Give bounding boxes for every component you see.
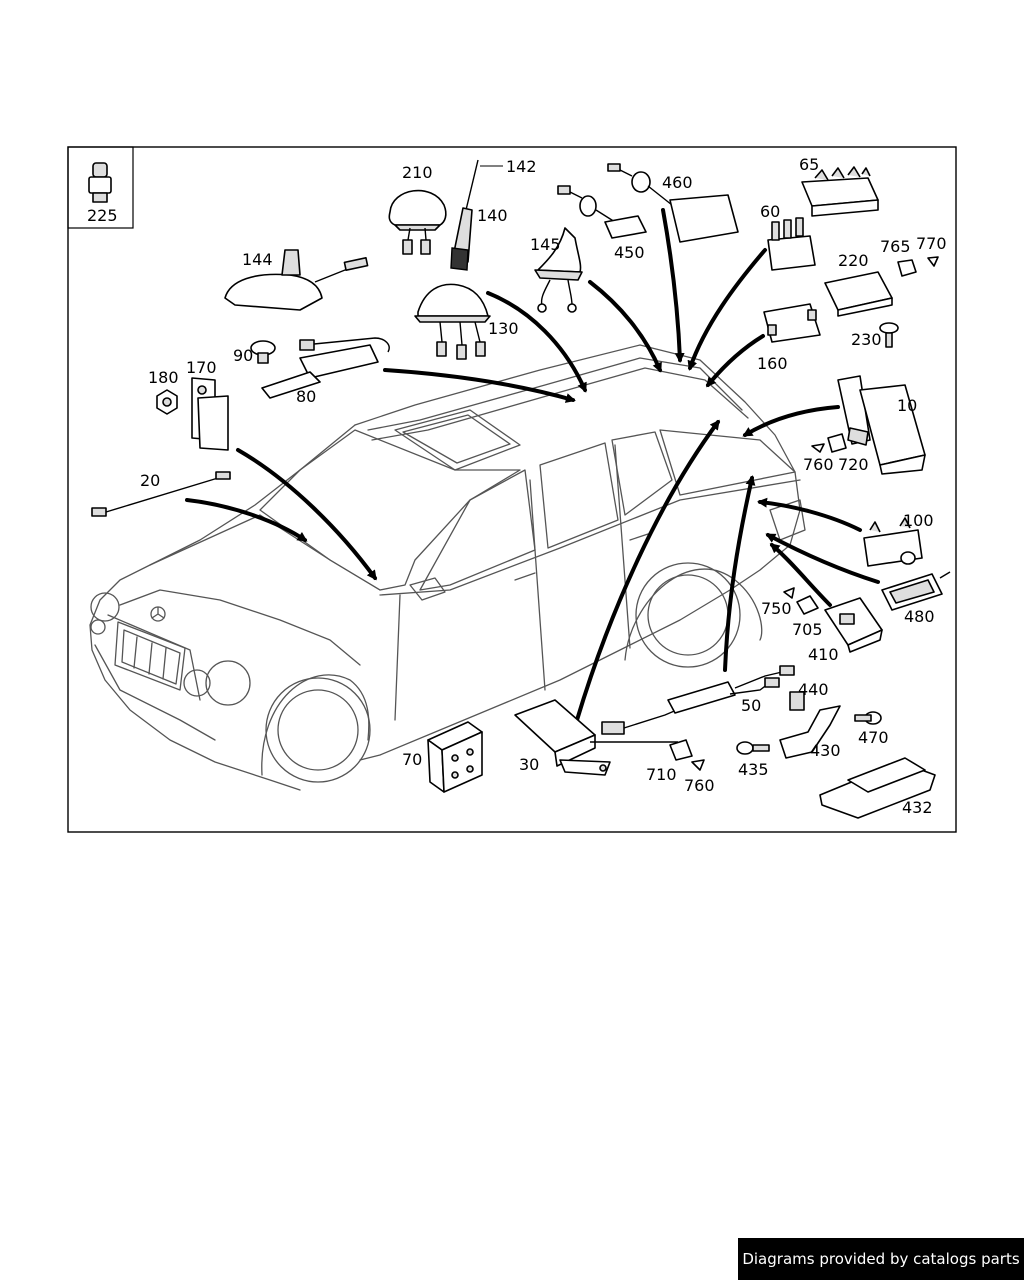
label-432: 432 [902, 798, 933, 817]
label-142: 142 [506, 157, 537, 176]
inset-box [67, 146, 134, 229]
part-145-shark-fin-antenna [534, 227, 583, 313]
label-50: 50 [741, 696, 761, 715]
part-30-amplifier [514, 699, 678, 776]
part-470-screw [854, 711, 882, 725]
label-65: 65 [799, 155, 819, 174]
part-710-clip [669, 739, 693, 761]
label-130: 130 [488, 319, 519, 338]
label-220: 220 [838, 251, 869, 270]
label-230: 230 [851, 330, 882, 349]
part-705-clip [796, 595, 819, 615]
label-705: 705 [792, 620, 823, 639]
label-70: 70 [402, 750, 422, 769]
label-80: 80 [296, 387, 316, 406]
part-760-clip-a [811, 443, 825, 453]
part-10-bracket [837, 375, 926, 475]
label-20: 20 [140, 471, 160, 490]
credit-badge: Diagrams provided by catalogs parts [738, 1238, 1024, 1280]
label-435: 435 [738, 760, 769, 779]
part-430-bracket [779, 691, 841, 759]
part-50-cable-harness [601, 665, 795, 735]
diagram-frame [67, 146, 957, 833]
part-60-relay-unit [767, 217, 816, 271]
part-220-control-unit [824, 256, 939, 317]
label-470: 470 [858, 728, 889, 747]
label-765: 765 [880, 237, 911, 256]
part-210-roof-antenna [388, 189, 447, 255]
part-225-sensor [88, 162, 112, 203]
label-10: 10 [897, 396, 917, 415]
part-70-distributor-block [427, 721, 483, 793]
label-30: 30 [519, 755, 539, 774]
part-65-connector-block [801, 166, 879, 217]
label-160: 160 [757, 354, 788, 373]
label-760-upper: 760 [803, 455, 834, 474]
label-100: 100 [903, 511, 934, 530]
part-160-module [763, 303, 821, 343]
part-180-nut [156, 389, 178, 415]
part-130-antenna-base [414, 283, 491, 360]
label-410: 410 [808, 645, 839, 664]
part-410-module [824, 597, 883, 653]
label-760-lower: 760 [684, 776, 715, 795]
part-100-switch-unit [863, 517, 923, 567]
part-760-clip-b [691, 759, 705, 771]
pointer-arrows [185, 208, 880, 722]
label-210: 210 [402, 163, 433, 182]
label-140: 140 [477, 206, 508, 225]
part-170-control-module [191, 377, 229, 451]
label-180: 180 [148, 368, 179, 387]
part-230-screw [879, 322, 899, 348]
part-432-tray [819, 757, 936, 819]
label-450: 450 [614, 243, 645, 262]
label-750: 750 [761, 599, 792, 618]
label-144: 144 [242, 250, 273, 269]
label-225: 225 [87, 206, 118, 225]
part-20-cable [91, 471, 231, 517]
label-60: 60 [760, 202, 780, 221]
label-170: 170 [186, 358, 217, 377]
part-460-antenna-module [607, 163, 739, 243]
part-80-antenna-module [261, 337, 390, 399]
label-440: 440 [798, 680, 829, 699]
part-450-gps-antenna [557, 185, 647, 239]
part-435-screw [736, 741, 770, 755]
label-480: 480 [904, 607, 935, 626]
callout-labels: 225 210 142 140 144 130 145 460 450 65 6… [87, 155, 947, 817]
label-460: 460 [662, 173, 693, 192]
part-90-clip [250, 340, 276, 364]
label-145: 145 [530, 235, 561, 254]
part-750-clip [783, 587, 795, 599]
part-720-clip [827, 433, 847, 453]
label-720: 720 [838, 455, 869, 474]
part-144-antenna-amplifier [224, 249, 369, 311]
label-90: 90 [233, 346, 253, 365]
part-140-rod-antenna [450, 159, 503, 271]
label-710: 710 [646, 765, 677, 784]
label-430: 430 [810, 741, 841, 760]
car-outline [89, 344, 806, 791]
label-770: 770 [916, 234, 947, 253]
part-480-switch-panel [881, 571, 951, 611]
